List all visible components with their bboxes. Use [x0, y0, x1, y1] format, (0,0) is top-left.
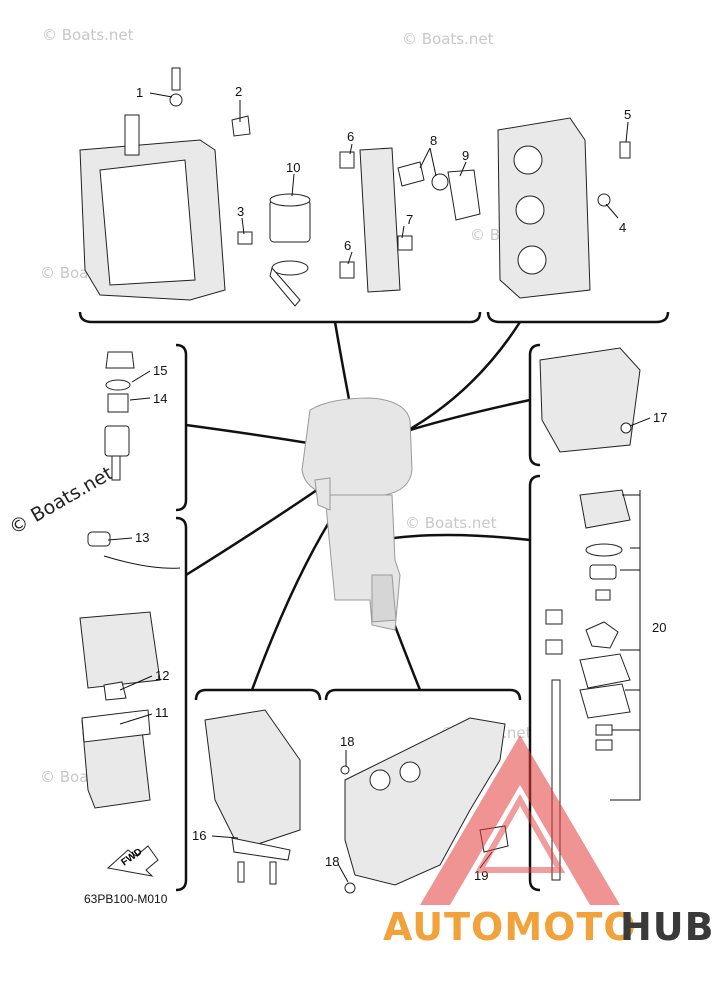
callout-4: 4 — [619, 220, 626, 235]
callout-6b: 6 — [344, 238, 351, 253]
callout-14: 14 — [153, 391, 167, 406]
callout-12: 12 — [155, 668, 169, 683]
outboard-motor — [301, 397, 413, 631]
diagram-code: 63PB100-M010 — [84, 892, 168, 906]
callout-18b: 18 — [325, 854, 339, 869]
callout-16: 16 — [192, 828, 206, 843]
callout-13: 13 — [135, 530, 149, 545]
callout-1: 1 — [136, 85, 143, 100]
watermark: © Boats.net — [405, 514, 497, 532]
callout-6: 6 — [347, 129, 354, 144]
watermark: © Boats.net — [42, 26, 134, 44]
callout-9: 9 — [462, 148, 469, 163]
fwd-arrow: FWD — [106, 845, 159, 877]
callout-17: 17 — [653, 410, 667, 425]
watermark-bold: © Boats.net — [6, 462, 117, 539]
callout-15: 15 — [153, 363, 167, 378]
callout-2: 2 — [235, 84, 242, 99]
brand-logo: AUTOMOTO HUB — [383, 735, 714, 949]
callout-8: 8 — [430, 133, 437, 148]
callout-11: 11 — [155, 705, 169, 720]
lower-unit — [340, 717, 509, 894]
oil-pan — [539, 347, 641, 453]
fuel-pump-assembly — [79, 531, 181, 809]
callout-18: 18 — [340, 734, 354, 749]
callout-3: 3 — [237, 204, 244, 219]
fuel-filter — [104, 351, 135, 481]
oil-filter — [269, 193, 311, 307]
cylinder-head — [497, 117, 631, 299]
bracket-assembly — [204, 709, 301, 885]
callout-5: 5 — [624, 107, 631, 122]
callout-7: 7 — [406, 212, 413, 227]
exhaust-cover — [339, 147, 481, 293]
powerhead-assembly — [79, 67, 253, 301]
water-pump-assembly — [545, 489, 641, 881]
brand-triangle — [420, 735, 620, 905]
brand-triangle-inner — [474, 793, 566, 873]
callout-20: 20 — [652, 620, 666, 635]
brand-part2: HUB — [620, 905, 714, 949]
brand-part1: AUTOMOTO — [383, 905, 637, 949]
callout-10: 10 — [286, 160, 300, 175]
watermark: © Boats.net — [402, 30, 494, 48]
